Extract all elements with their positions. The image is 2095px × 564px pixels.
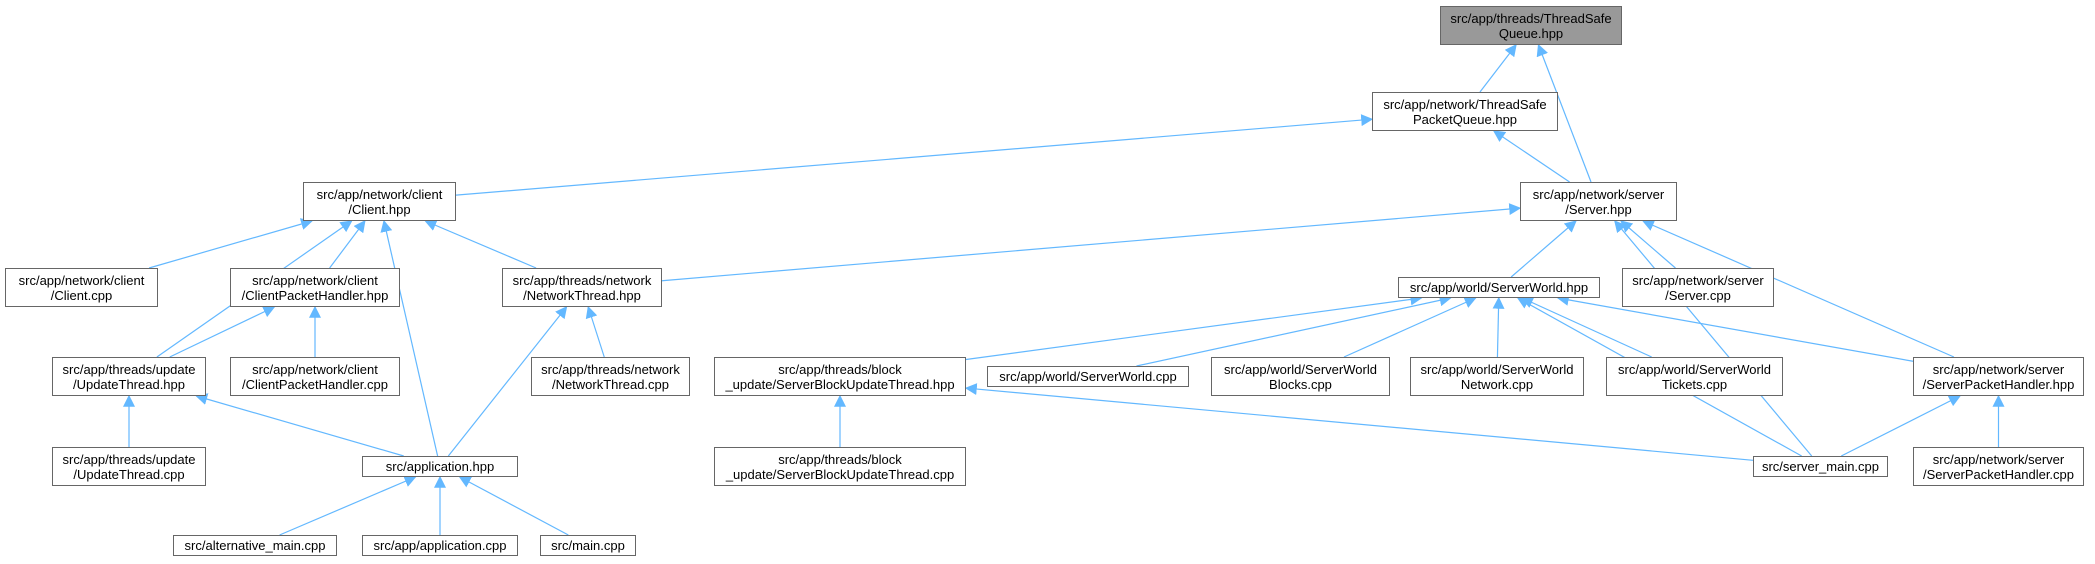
graph-node-nt-hpp[interactable]: src/app/threads/network /NetworkThread.h… <box>502 268 662 307</box>
edge-ut_hpp-to-cph_hpp <box>169 306 276 358</box>
edge-app_hpp-to-client_hpp <box>380 219 439 457</box>
edge-nt_hpp-to-client_hpp <box>424 219 537 269</box>
graph-node-sw-hpp[interactable]: src/app/world/ServerWorld.hpp <box>1398 277 1600 298</box>
edge-client_hpp-to-tspq <box>455 114 1374 196</box>
graph-node-main-cpp[interactable]: src/main.cpp <box>540 535 636 556</box>
edge-server_cpp-to-server_hpp <box>1620 220 1676 269</box>
edge-server_main-to-server_hpp <box>1614 220 1813 457</box>
edge-app_hpp-to-ut_hpp <box>195 393 404 457</box>
edge-app_hpp-to-nt_hpp <box>447 306 568 457</box>
graph-node-ut-hpp[interactable]: src/app/threads/update /UpdateThread.hpp <box>52 357 206 396</box>
graph-node-nt-cpp[interactable]: src/app/threads/network /NetworkThread.c… <box>531 357 690 396</box>
graph-node-swt-cpp[interactable]: src/app/world/ServerWorld Tickets.cpp <box>1606 357 1783 396</box>
edge-cph_hpp-to-client_hpp <box>329 220 366 269</box>
graph-node-swb-cpp[interactable]: src/app/world/ServerWorld Blocks.cpp <box>1211 357 1390 396</box>
graph-node-app-hpp[interactable]: src/application.hpp <box>362 456 518 477</box>
edge-server_hpp-to-tsq <box>1536 43 1592 183</box>
edge-alt_main-to-app_hpp <box>279 475 417 536</box>
graph-node-sph-cpp[interactable]: src/app/network/server /ServerPacketHand… <box>1913 447 2084 486</box>
graph-node-client-cpp[interactable]: src/app/network/client /Client.cpp <box>5 268 158 307</box>
edge-main_cpp-to-app_hpp <box>458 476 569 536</box>
edge-server_hpp-to-tspq <box>1492 130 1570 183</box>
graph-node-sbut-cpp[interactable]: src/app/threads/block _update/ServerBloc… <box>714 447 966 486</box>
graph-node-alt-main[interactable]: src/alternative_main.cpp <box>173 535 337 556</box>
graph-node-server-cpp[interactable]: src/app/network/server /Server.cpp <box>1622 268 1774 307</box>
edge-nt_hpp-to-server_hpp <box>661 203 1522 282</box>
graph-node-ut-cpp[interactable]: src/app/threads/update /UpdateThread.cpp <box>52 447 206 486</box>
graph-node-client-hpp[interactable]: src/app/network/client /Client.hpp <box>303 182 456 221</box>
edge-server_main-to-sbut_hpp <box>964 383 1754 461</box>
edge-swn_cpp-to-sw_hpp <box>1492 296 1505 358</box>
graph-node-sph-hpp[interactable]: src/app/network/server /ServerPacketHand… <box>1913 357 2084 396</box>
graph-node-swn-cpp[interactable]: src/app/world/ServerWorld Network.cpp <box>1410 357 1584 396</box>
edge-swt_cpp-to-sw_hpp <box>1520 297 1652 358</box>
edge-sw_hpp-to-server_hpp <box>1510 220 1577 278</box>
graph-node-cph-hpp[interactable]: src/app/network/client /ClientPacketHand… <box>230 268 400 307</box>
graph-node-cph-cpp[interactable]: src/app/network/client /ClientPacketHand… <box>230 357 400 396</box>
edge-sph_hpp-to-server_hpp <box>1641 219 1955 358</box>
edge-client_cpp-to-client_hpp <box>148 218 314 269</box>
graph-node-server-main[interactable]: src/server_main.cpp <box>1753 456 1888 477</box>
graph-node-tsq: src/app/threads/ThreadSafe Queue.hpp <box>1440 6 1622 45</box>
edge-sw_cpp-to-sw_hpp <box>1136 294 1452 367</box>
edge-sph_hpp-to-sw_hpp <box>1556 293 1914 362</box>
graph-node-tspq[interactable]: src/app/network/ThreadSafe PacketQueue.h… <box>1372 92 1558 131</box>
edge-sbut_hpp-to-sw_hpp <box>965 293 1423 361</box>
graph-node-sbut-hpp[interactable]: src/app/threads/block _update/ServerBloc… <box>714 357 966 396</box>
edge-nt_cpp-to-nt_hpp <box>585 305 605 358</box>
graph-node-app-cpp[interactable]: src/app/application.cpp <box>362 535 518 556</box>
graph-node-sw-cpp[interactable]: src/app/world/ServerWorld.cpp <box>987 366 1189 387</box>
graph-node-server-hpp[interactable]: src/app/network/server /Server.hpp <box>1520 182 1677 221</box>
edge-tspq-to-tsq <box>1479 44 1517 93</box>
edge-swb_cpp-to-sw_hpp <box>1343 296 1477 358</box>
edge-server_main-to-sph_hpp <box>1840 395 1962 457</box>
